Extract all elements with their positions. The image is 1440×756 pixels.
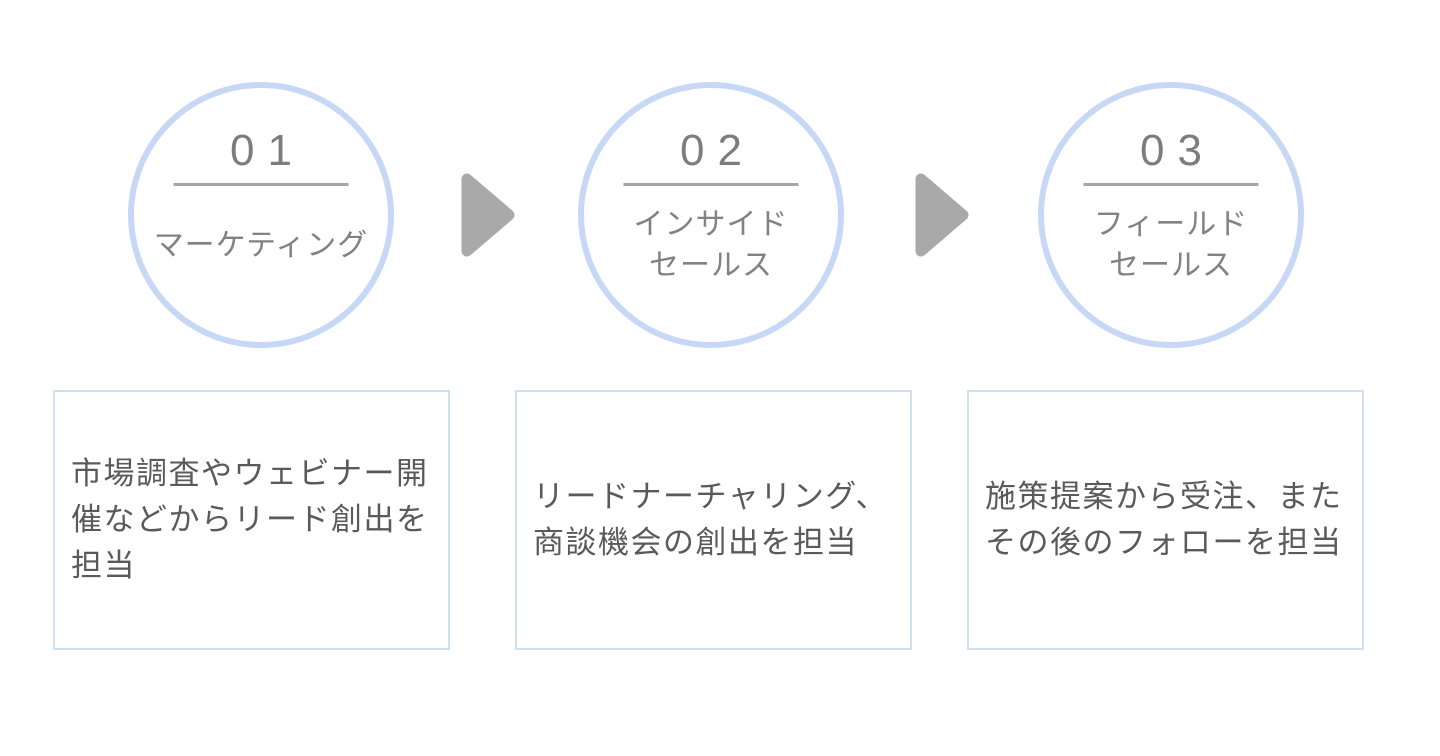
- description-box-inside-sales: リードナーチャリング、 商談機会の創出を担当: [515, 390, 912, 650]
- description-line: 商談機会の創出を担当: [533, 525, 858, 560]
- description-line: 催などからリード創出を: [71, 502, 429, 537]
- description-text: 市場調査やウェビナー開 催などからリード創出を 担当: [71, 451, 429, 589]
- step-number: 02: [680, 126, 755, 175]
- right-triangle-arrow-icon: [915, 173, 969, 257]
- step-number-underline: [623, 183, 799, 186]
- step-label-line: セールス: [649, 249, 773, 282]
- step-label: インサイド セールス: [584, 204, 838, 286]
- step-circle-inside-sales: 02 インサイド セールス: [578, 82, 844, 348]
- description-line: 市場調査やウェビナー開: [71, 456, 429, 491]
- description-box-marketing: 市場調査やウェビナー開 催などからリード創出を 担当: [53, 390, 450, 650]
- step-label: フィールド セールス: [1044, 204, 1298, 286]
- description-text: リードナーチャリング、 商談機会の創出を担当: [533, 474, 888, 566]
- step-number: 03: [1140, 126, 1215, 175]
- description-line: その後のフォローを担当: [985, 525, 1343, 560]
- step-number-underline: [1083, 183, 1259, 186]
- description-line: リードナーチャリング、: [533, 479, 889, 514]
- step-circle-marketing: 01 マーケティング: [128, 82, 394, 348]
- step-label-line: インサイド: [633, 208, 789, 241]
- description-line: 施策提案から受注、また: [985, 479, 1343, 514]
- step-circle-field-sales: 03 フィールド セールス: [1038, 82, 1304, 348]
- step-label: マーケティング: [134, 204, 388, 286]
- step-label-line: マーケティング: [153, 228, 369, 262]
- right-triangle-arrow-icon: [461, 173, 515, 257]
- step-label-line: フィールド: [1093, 208, 1249, 241]
- step-number: 01: [230, 126, 305, 175]
- step-number-underline: [173, 183, 349, 186]
- step-label-line: セールス: [1109, 249, 1233, 282]
- description-line: 担当: [71, 548, 136, 583]
- description-text: 施策提案から受注、また その後のフォローを担当: [985, 474, 1343, 566]
- description-box-field-sales: 施策提案から受注、また その後のフォローを担当: [967, 390, 1364, 650]
